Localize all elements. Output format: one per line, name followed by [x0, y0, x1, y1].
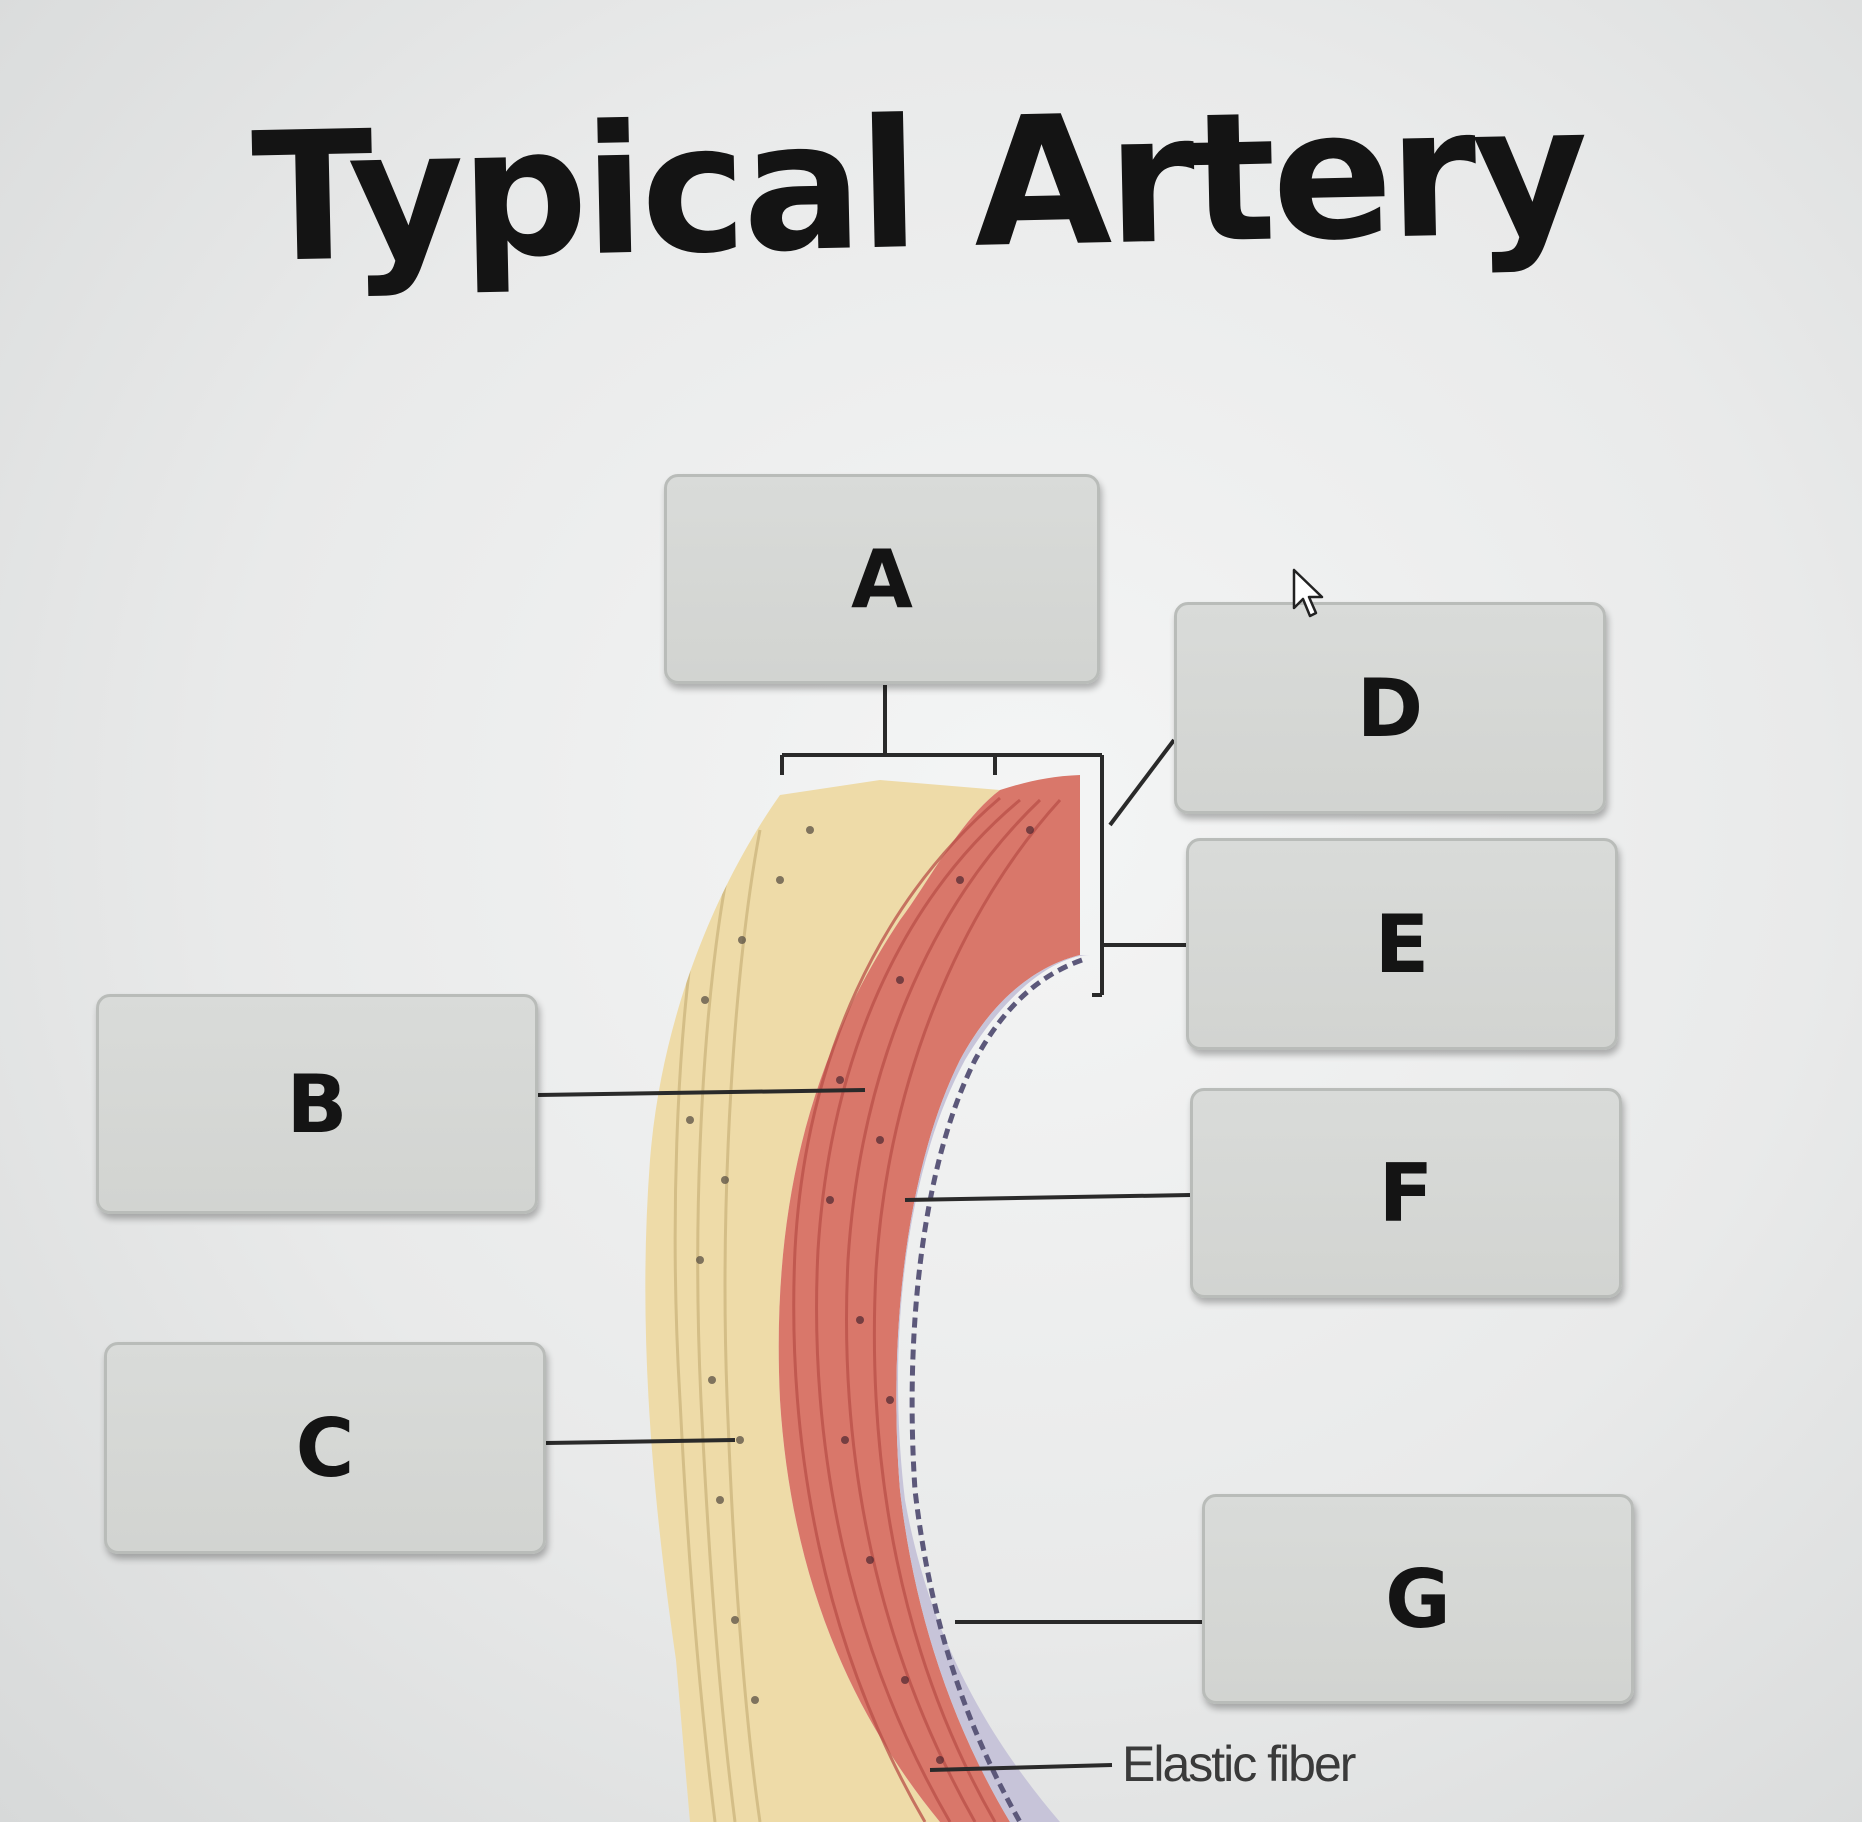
elastic-membrane: [909, 957, 1083, 1822]
label-letter-g: G: [1385, 1552, 1451, 1646]
label-box-a[interactable]: A: [664, 474, 1100, 684]
label-letter-b: B: [286, 1057, 348, 1151]
label-letter-d: D: [1356, 661, 1424, 755]
label-box-b[interactable]: B: [96, 994, 538, 1214]
label-box-g[interactable]: G: [1202, 1494, 1634, 1704]
label-box-f[interactable]: F: [1190, 1088, 1622, 1298]
leader-lines: [537, 685, 1202, 1772]
label-box-d[interactable]: D: [1174, 602, 1606, 814]
label-box-c[interactable]: C: [104, 1342, 546, 1554]
label-box-e[interactable]: E: [1186, 838, 1618, 1050]
mouse-cursor-icon: [1292, 568, 1324, 618]
label-letter-c: C: [295, 1401, 355, 1495]
label-letter-a: A: [851, 532, 913, 626]
label-letter-f: F: [1378, 1146, 1434, 1240]
tunica-media: [778, 775, 1080, 1822]
elastic-fiber-label: Elastic fiber: [1122, 1736, 1356, 1792]
label-letter-e: E: [1374, 897, 1430, 991]
